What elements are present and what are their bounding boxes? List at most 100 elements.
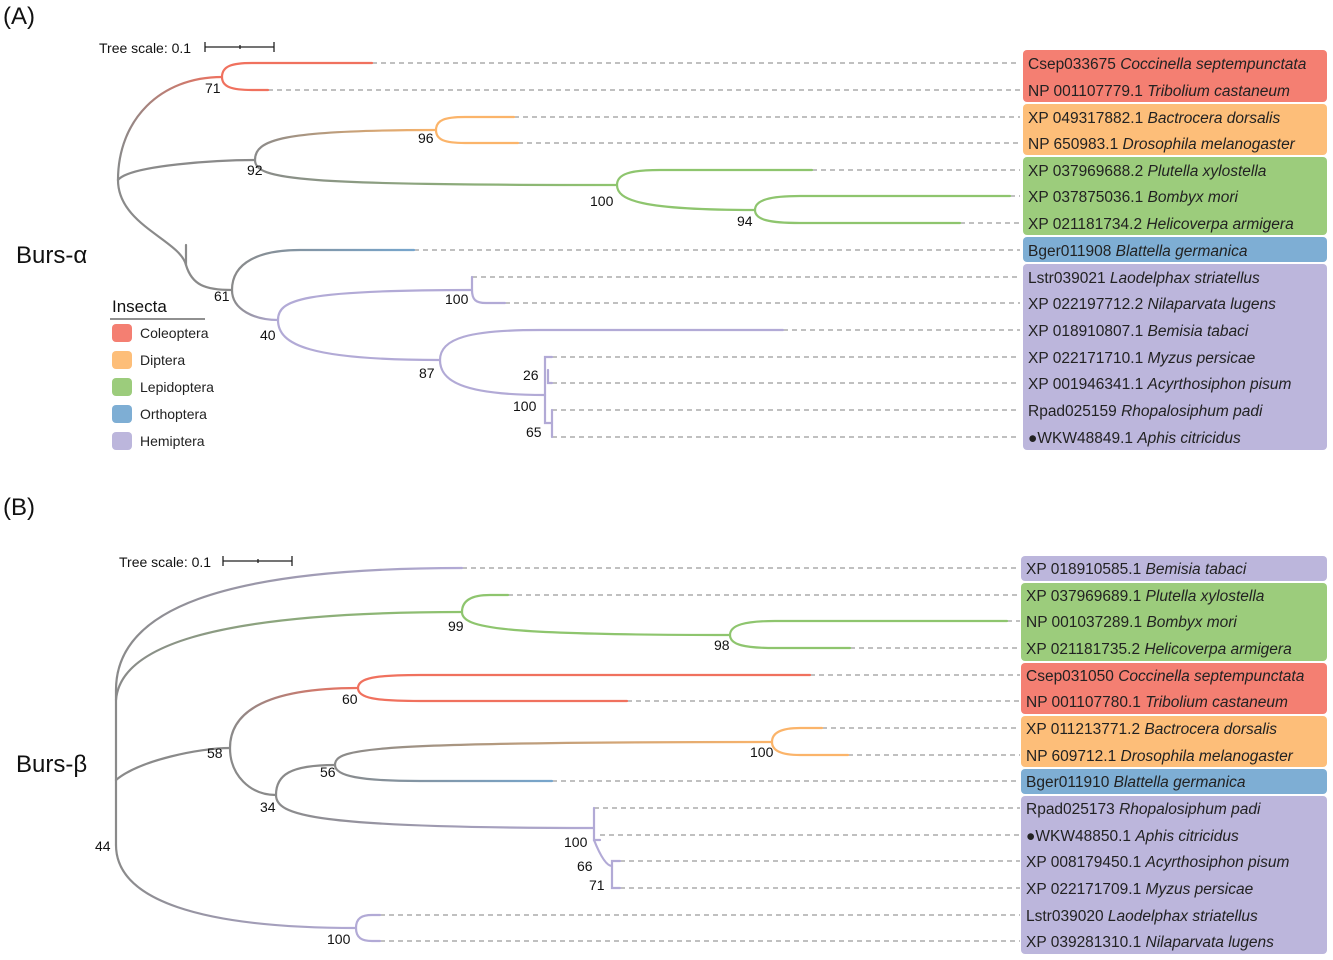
diptera-box — [1021, 716, 1327, 767]
tip-species: Drosophila melanogaster — [1123, 136, 1296, 153]
tip-accession: XP 011213771.2 — [1026, 721, 1140, 738]
tip-species: Bactrocera dorsalis — [1148, 110, 1281, 127]
branch — [230, 288, 280, 322]
branch — [434, 128, 520, 145]
branch — [354, 913, 382, 930]
tip-species: Rhopalosiphum padi — [1119, 801, 1261, 818]
branch — [438, 328, 785, 362]
branch — [116, 178, 234, 292]
tree-scale-bar: Tree scale: 0.1 — [99, 40, 275, 56]
hemiptera-box — [1021, 796, 1327, 954]
tip-species: Nilaparvata lugens — [1146, 934, 1275, 951]
support-value: 100 — [590, 193, 614, 209]
support-value: 60 — [342, 691, 358, 707]
tip-labels: Csep033675 Coccinella septempunctata NP … — [1028, 56, 1307, 447]
branch — [728, 619, 1009, 637]
branch — [116, 158, 257, 182]
tip-accession: XP 022171710.1 — [1028, 350, 1143, 367]
branch — [770, 726, 824, 744]
panel-label: (B) — [3, 494, 35, 521]
branch — [116, 75, 224, 182]
marker-dot-icon: ● — [1026, 828, 1035, 845]
tip-label: XP 022171709.1 Myzus persicae — [1026, 881, 1254, 898]
legend-title: Insecta — [112, 297, 167, 316]
legend-label: Hemiptera — [140, 433, 205, 449]
tip-species: Acyrthosiphon pisum — [1145, 854, 1290, 871]
branch — [228, 686, 360, 750]
marker-dot-icon: ● — [1028, 430, 1037, 447]
tip-species: Blattella germanica — [1116, 243, 1248, 260]
tip-labels: XP 018910585.1 Bemisia tabaci XP 0379696… — [1026, 561, 1305, 951]
support-value: 96 — [418, 130, 434, 146]
tip-accession: XP 037969688.2 — [1028, 163, 1143, 180]
tip-label: XP 021181734.2 Helicoverpa armigera — [1028, 216, 1294, 233]
support-value: 87 — [419, 365, 435, 381]
tree-branches — [116, 61, 1012, 439]
tip-accession: NP 001107780.1 — [1026, 694, 1141, 711]
tip-species: Plutella xylostella — [1148, 163, 1267, 180]
tip-label: NP 001107780.1 Tribolium castaneum — [1026, 694, 1288, 711]
tip-species: Laodelphax striatellus — [1108, 908, 1258, 925]
tip-label: Csep031050 Coccinella septempunctata — [1026, 668, 1305, 685]
branch — [460, 593, 510, 614]
coleoptera-box — [1021, 663, 1327, 714]
branch — [230, 248, 416, 292]
tip-species: Nilaparvata lugens — [1148, 296, 1277, 313]
tip-species: Laodelphax striatellus — [1110, 270, 1260, 287]
tip-accession: NP 001107779.1 — [1028, 83, 1143, 100]
support-value: 40 — [260, 327, 276, 343]
tip-label: Bger011908 Blattella germanica — [1028, 243, 1248, 260]
tip-species: Plutella xylostella — [1146, 588, 1265, 605]
clade-title-burs-alpha: Burs-α — [16, 242, 87, 269]
tip-label: Lstr039021 Laodelphax striatellus — [1028, 270, 1260, 287]
branch — [770, 740, 850, 757]
tip-accession: XP 022171709.1 — [1026, 881, 1141, 898]
support-values: 99 98 60 100 56 58 34 100 66 71 100 44 — [95, 618, 774, 947]
tip-label: Lstr039020 Laodelphax striatellus — [1026, 908, 1258, 925]
tip-species: Drosophila melanogaster — [1121, 748, 1294, 765]
legend-swatch-diptera — [112, 351, 132, 369]
tip-species: Bombyx mori — [1148, 189, 1239, 206]
tip-accession: Csep033675 — [1028, 56, 1116, 73]
branch — [220, 61, 374, 79]
legend-swatch-lepidoptera — [112, 378, 132, 396]
branch — [728, 633, 852, 650]
tip-label: XP 022197712.2 Nilaparvata lugens — [1028, 296, 1276, 313]
support-value: 99 — [448, 618, 464, 634]
branch — [753, 194, 1012, 212]
tree-scale-bar: Tree scale: 0.1 — [119, 554, 293, 570]
branch — [543, 408, 554, 425]
branch — [114, 746, 232, 782]
tip-species: Coccinella septempunctata — [1118, 668, 1304, 685]
tip-label: XP 037969689.1 Plutella xylostella — [1026, 588, 1265, 605]
panel-label: (A) — [3, 3, 35, 30]
tip-accession: XP 021181735.2 — [1026, 641, 1140, 658]
clade-title-burs-beta: Burs-β — [16, 751, 87, 778]
branch — [114, 610, 464, 702]
support-value: 100 — [445, 291, 469, 307]
legend-label: Diptera — [140, 352, 185, 368]
tip-species: Bemisia tabaci — [1146, 561, 1247, 578]
tip-accession: Rpad025173 — [1026, 801, 1115, 818]
branch — [220, 75, 270, 92]
support-value: 100 — [564, 834, 588, 850]
tip-species: Myzus persicae — [1148, 350, 1256, 367]
branch — [356, 686, 629, 703]
tip-accession: XP 008179450.1 — [1026, 854, 1141, 871]
tip-accession: Bger011908 — [1028, 243, 1111, 260]
tip-accession: XP 022197712.2 — [1028, 296, 1143, 313]
branch — [114, 843, 358, 930]
tip-label-boxes — [1021, 556, 1327, 954]
tip-accession: NP 001037289.1 — [1026, 614, 1142, 631]
branch — [434, 115, 516, 132]
support-value: 44 — [95, 838, 111, 854]
branch — [615, 168, 814, 187]
tip-accession: XP 039281310.1 — [1026, 934, 1141, 951]
support-value: 98 — [714, 637, 730, 653]
tip-species: Acyrthosiphon pisum — [1147, 376, 1292, 393]
tip-accession: Lstr039020 — [1026, 908, 1104, 925]
tip-accession: NP 609712.1 — [1026, 748, 1116, 765]
tip-label: XP 018910585.1 Bemisia tabaci — [1026, 561, 1247, 578]
branch — [592, 838, 614, 868]
